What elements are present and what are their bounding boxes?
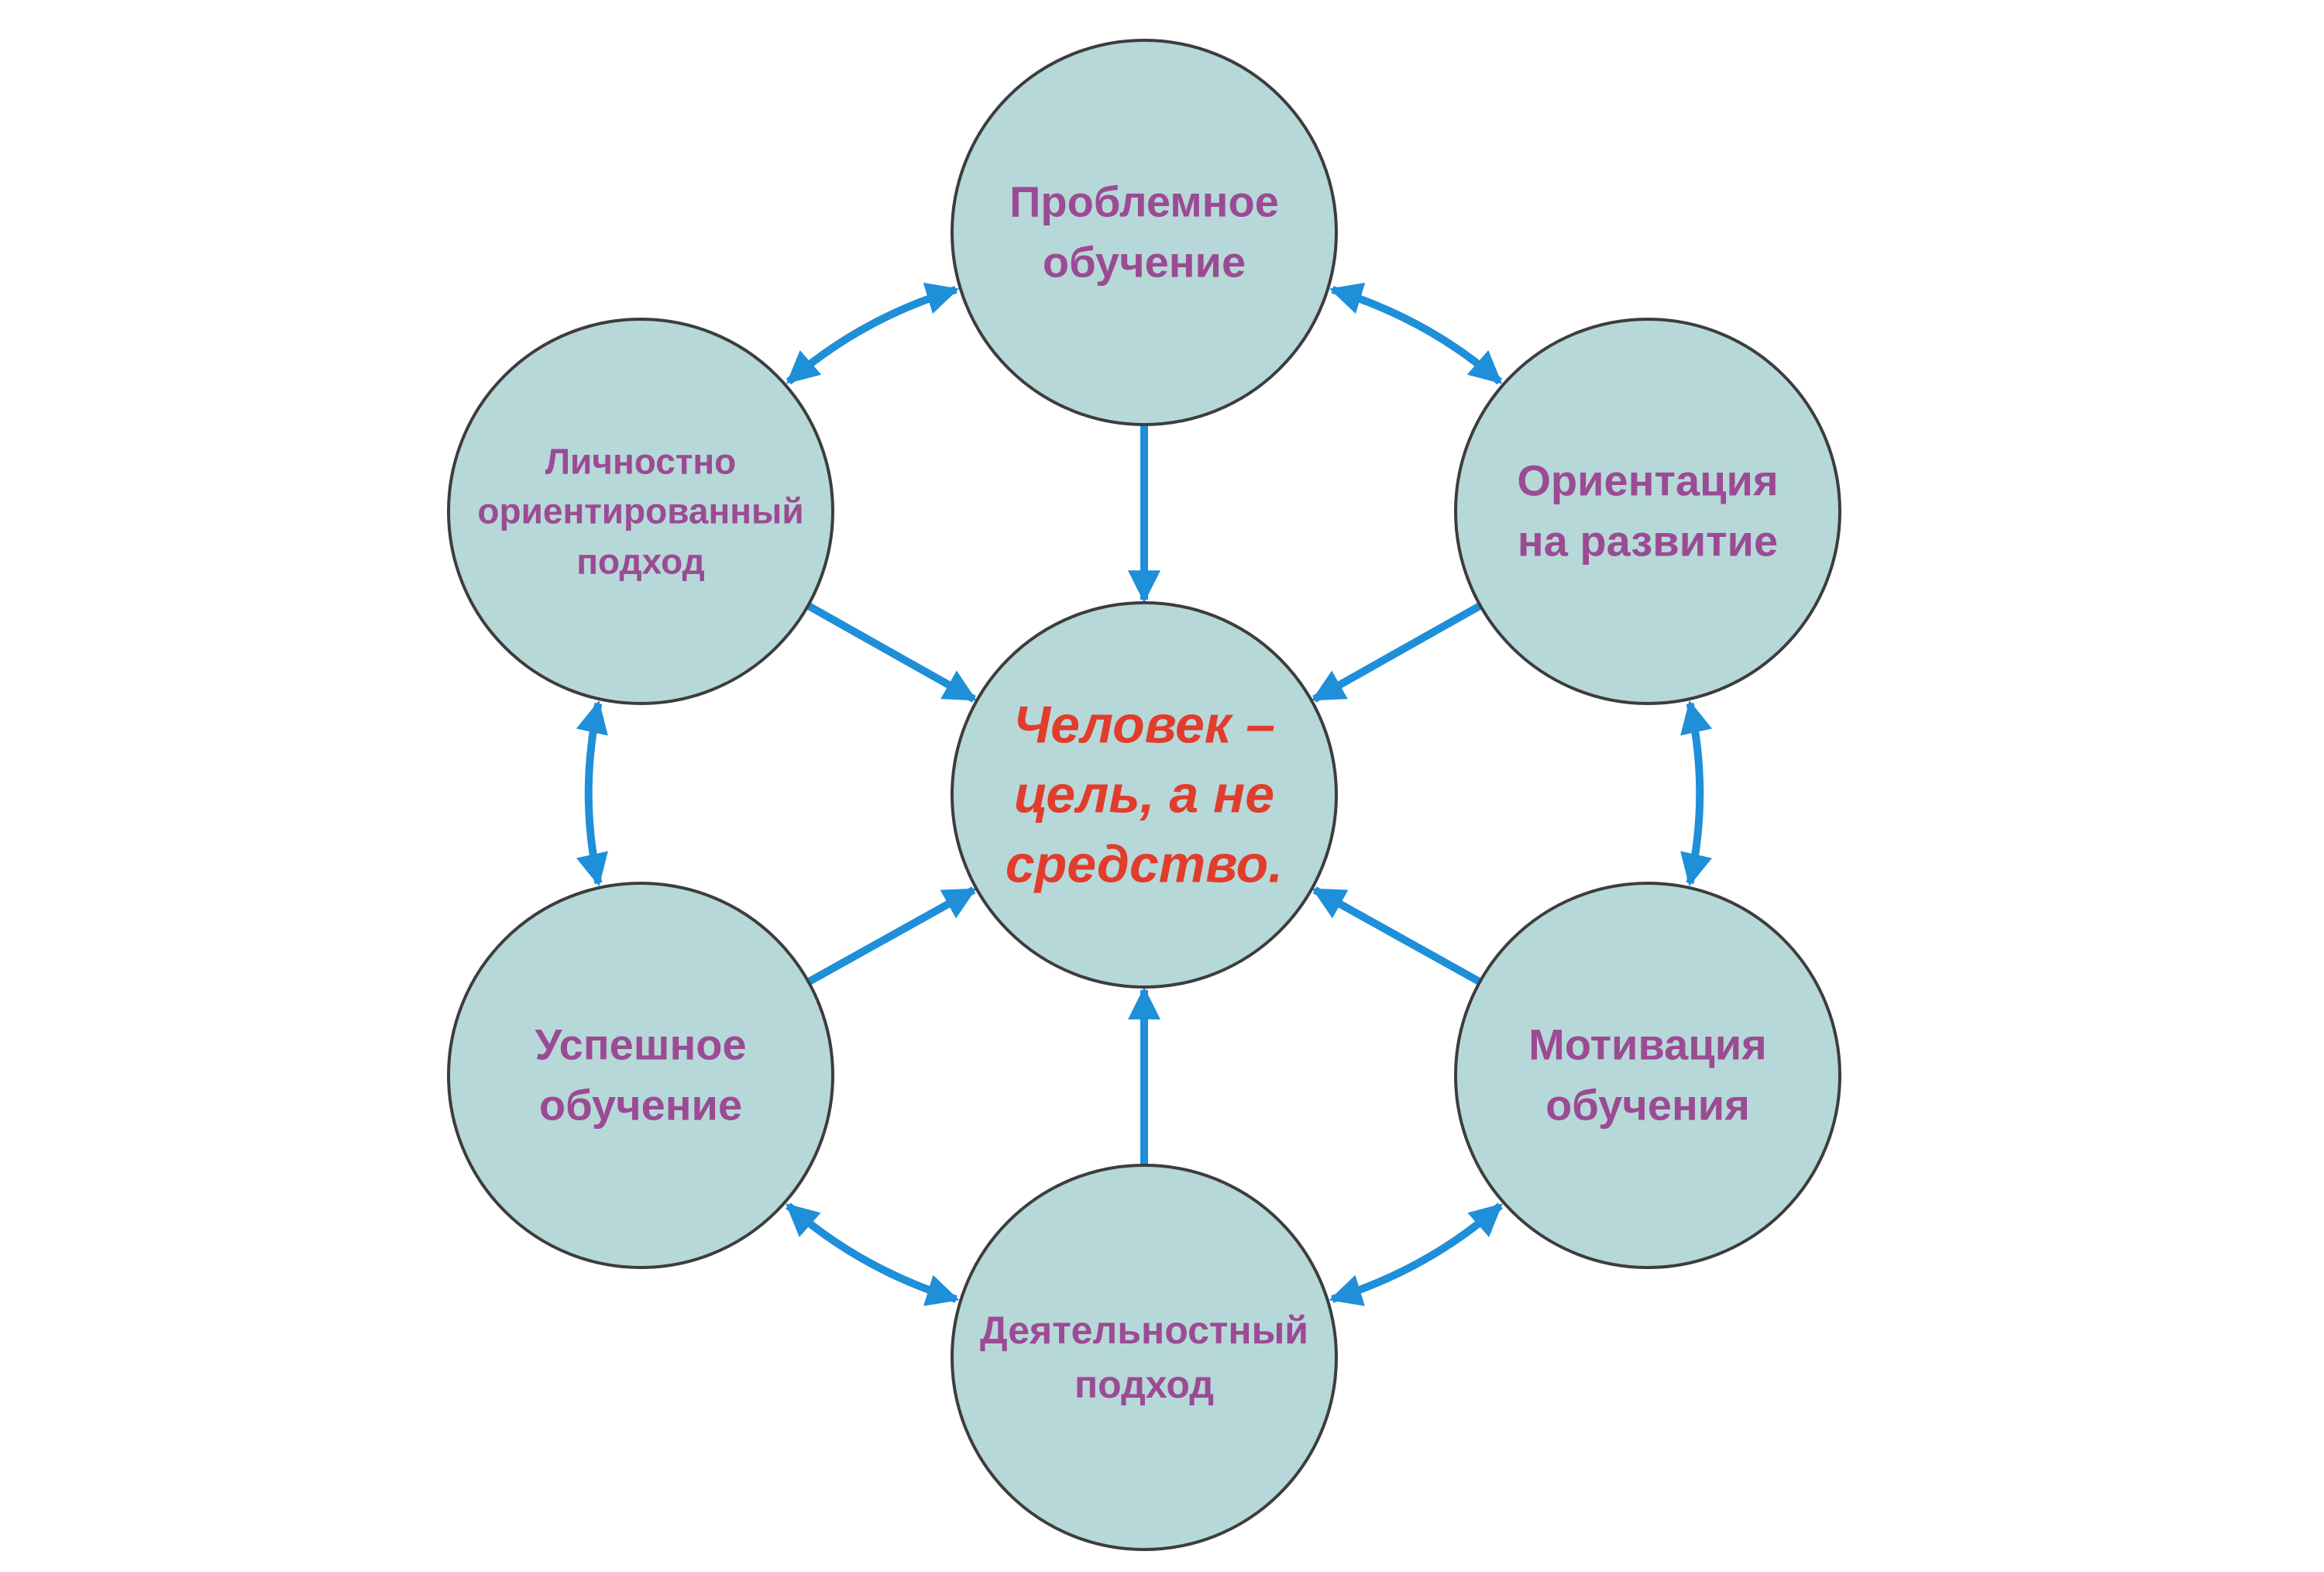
center-label-line: цель, а не bbox=[1013, 765, 1275, 824]
node-label-line: подход bbox=[1074, 1363, 1214, 1406]
arrow-to-center-successful-learning bbox=[806, 886, 977, 986]
node-label-development-orientation: Ориентация на развитие bbox=[1517, 451, 1778, 573]
node-label-line: Проблемное bbox=[1009, 177, 1279, 226]
node-label-learning-motivation: Мотивация обучения bbox=[1528, 1015, 1767, 1137]
center-label-line: средство. bbox=[1005, 834, 1284, 893]
circles-layer bbox=[447, 39, 1841, 1551]
arrow-to-center-development-orientation bbox=[1311, 602, 1483, 703]
node-label-activity-approach: Деятельностный подход bbox=[980, 1303, 1308, 1412]
arrows-layer bbox=[576, 282, 1713, 1306]
arrow-between-learning-motivation-activity-approach bbox=[1329, 1202, 1503, 1306]
node-label-line: подход bbox=[576, 541, 705, 582]
arrow-between-development-orientation-learning-motivation bbox=[1680, 700, 1713, 887]
node-label-line: Успешное bbox=[535, 1020, 747, 1069]
center-circle bbox=[951, 601, 1338, 989]
arrow-between-problem-learning-development-orientation bbox=[1329, 282, 1503, 385]
node-label-successful-learning: Успешное обучение bbox=[535, 1015, 746, 1137]
arrow-to-center-personal-approach bbox=[806, 602, 978, 703]
node-label-line: обучения bbox=[1545, 1081, 1750, 1130]
node-label-personal-approach: Личностно ориентированный подход bbox=[477, 436, 803, 586]
node-circle-successful-learning bbox=[447, 882, 834, 1269]
node-circle-development-orientation bbox=[1454, 318, 1841, 705]
node-label-line: Ориентация bbox=[1517, 456, 1779, 505]
node-label-line: ориентированный bbox=[477, 490, 804, 531]
node-circle-activity-approach bbox=[951, 1164, 1338, 1551]
node-label-line: обучение bbox=[1042, 238, 1246, 287]
node-label-problem-learning: Проблемное обучение bbox=[1009, 172, 1279, 294]
node-label-line: Личностно bbox=[545, 441, 737, 482]
node-circle-learning-motivation bbox=[1454, 882, 1841, 1269]
arrow-to-center-learning-motivation bbox=[1312, 886, 1482, 986]
node-label-line: обучение bbox=[538, 1081, 743, 1130]
node-circle-personal-approach bbox=[447, 318, 834, 705]
node-label-line: на развитие bbox=[1517, 517, 1779, 566]
arrow-between-activity-approach-successful-learning bbox=[786, 1202, 960, 1306]
center-label: Человек – цель, а не средство. bbox=[1006, 690, 1283, 899]
arrow-between-personal-approach-problem-learning bbox=[786, 282, 959, 385]
node-label-line: Мотивация bbox=[1528, 1020, 1767, 1069]
node-label-line: Деятельностный bbox=[979, 1309, 1309, 1352]
node-circle-problem-learning bbox=[951, 39, 1338, 426]
arrow-between-successful-learning-personal-approach bbox=[576, 700, 608, 887]
center-label-line: Человек – bbox=[1012, 695, 1276, 755]
